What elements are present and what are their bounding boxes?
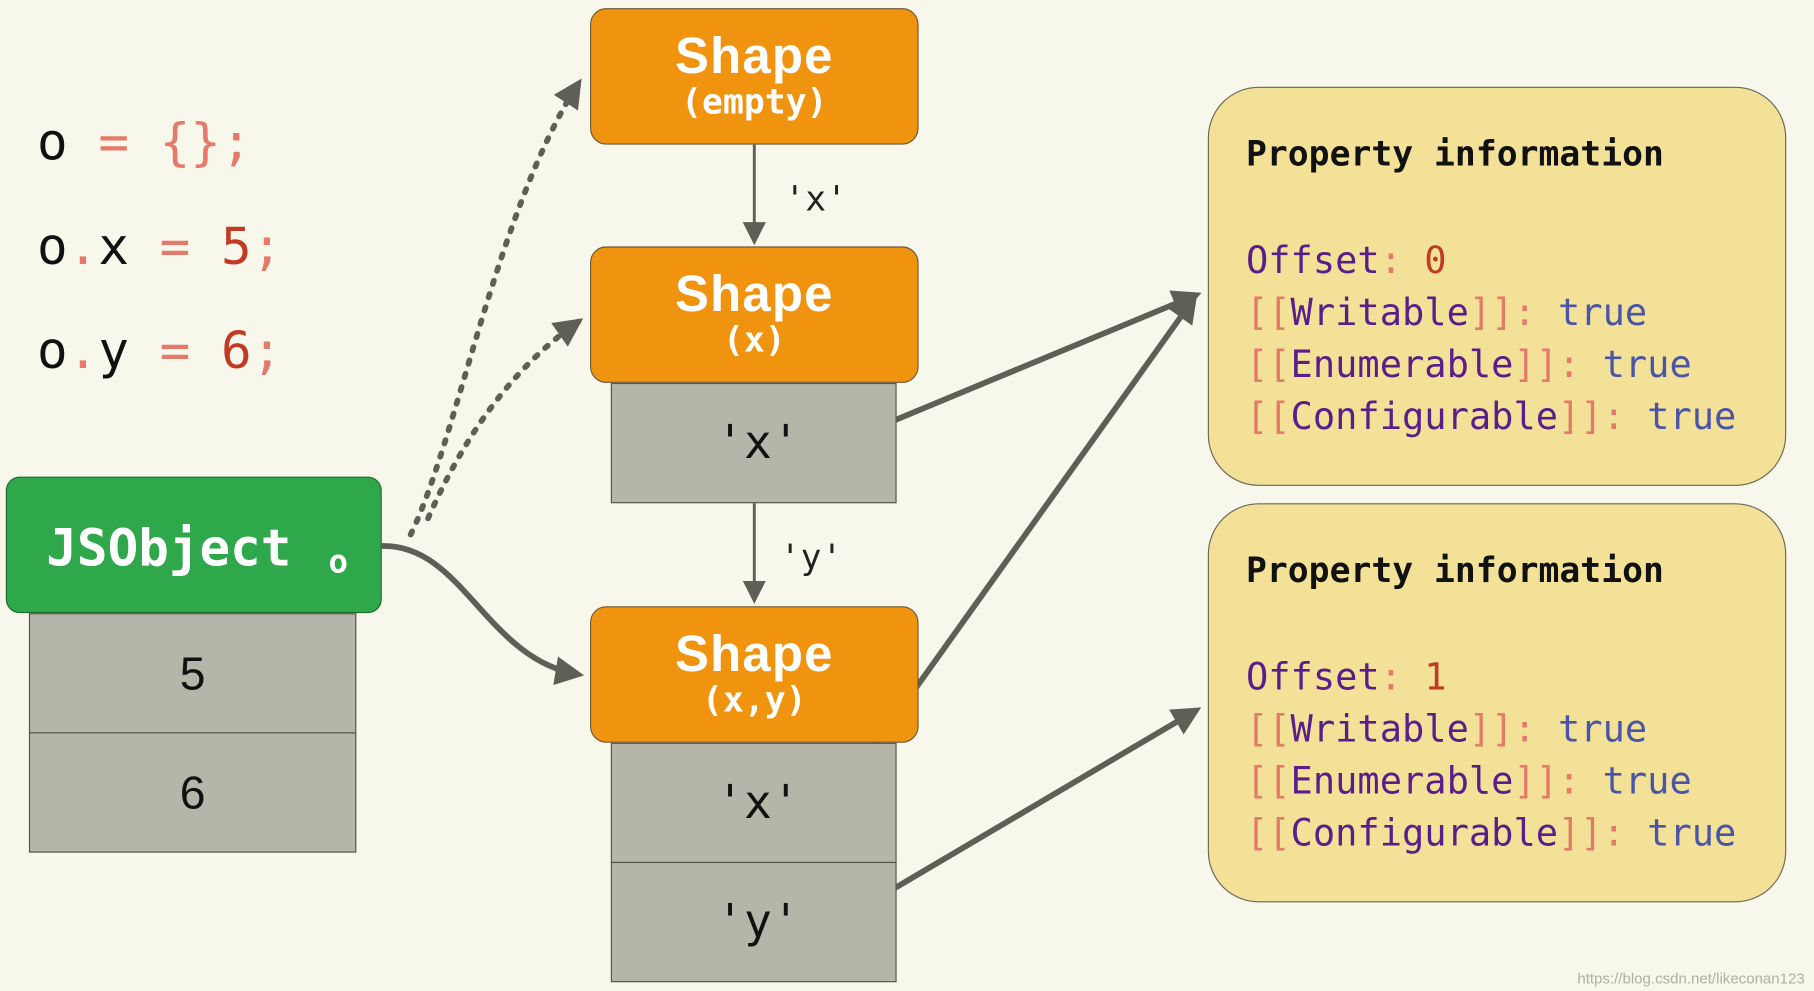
writable-value: true	[1558, 290, 1648, 335]
prop-arrow-x1	[846, 290, 1202, 443]
writable-key: Writable	[1290, 290, 1469, 335]
jsobject-value-1: 6	[28, 732, 357, 853]
offset-key: Offset	[1245, 238, 1380, 283]
code-line-3: o.y = 6;	[37, 326, 282, 377]
code-value: {};	[159, 113, 252, 173]
writable-value: true	[1558, 706, 1648, 751]
configurable-value: true	[1647, 810, 1737, 855]
jsobject-header: JSObject o	[5, 476, 382, 614]
shape-xy: Shape (x,y)	[590, 606, 919, 743]
writable-key: Writable	[1290, 706, 1469, 751]
shape-title: Shape	[675, 266, 834, 323]
offset-line: Offset: 1	[1245, 654, 1447, 699]
code-semicolon: ;	[251, 321, 283, 381]
shape-title: Shape	[675, 27, 834, 85]
writable-line: [[Writable]]: true	[1245, 290, 1648, 335]
enumerable-key: Enumerable	[1290, 342, 1514, 387]
map-pointer-arrow	[381, 543, 585, 686]
jsobject-name: o	[328, 542, 349, 581]
shape-empty: Shape (empty)	[590, 8, 919, 145]
code-semicolon: ;	[251, 217, 283, 277]
offset-value: 1	[1424, 654, 1447, 699]
slot-label: 'x'	[716, 416, 800, 470]
enumerable-line: [[Enumerable]]: true	[1245, 758, 1692, 803]
code-dot: .	[67, 321, 99, 381]
enumerable-value: true	[1602, 758, 1692, 803]
jsobject-label: JSObject	[46, 519, 292, 579]
property-info-header: Property information	[1245, 134, 1664, 175]
slot-label: 'x'	[716, 776, 800, 830]
dotted-arrow-empty	[407, 78, 582, 538]
shape-subtitle: (empty)	[681, 82, 828, 123]
shape-xy-slot-y: 'y'	[610, 861, 897, 983]
dotted-arrow-x	[425, 318, 584, 522]
property-info-box-1: Property information Offset: 0 [[Writabl…	[1207, 86, 1787, 486]
code-number: 6	[220, 321, 252, 381]
enumerable-key: Enumerable	[1290, 758, 1514, 803]
watermark: https://blog.csdn.net/likeconan123	[1577, 969, 1805, 987]
code-op: =	[159, 321, 191, 381]
shape-title: Shape	[675, 625, 834, 683]
code-var: o	[37, 113, 68, 173]
property-info-box-2: Property information Offset: 1 [[Writabl…	[1207, 503, 1787, 903]
shape-x: Shape (x)	[590, 246, 919, 383]
code-op: =	[98, 113, 129, 173]
code-dot: .	[67, 217, 99, 277]
configurable-line: [[Configurable]]: true	[1245, 810, 1737, 855]
enumerable-value: true	[1602, 342, 1692, 387]
code-line-2: o.x = 5;	[37, 222, 282, 273]
code-line-1: o = {};	[37, 117, 252, 169]
configurable-key: Configurable	[1290, 394, 1559, 439]
offset-value: 0	[1424, 238, 1447, 283]
enumerable-line: [[Enumerable]]: true	[1245, 342, 1692, 387]
code-obj: o	[37, 321, 68, 381]
offset-key: Offset	[1245, 654, 1380, 699]
code-prop: x	[98, 217, 129, 277]
slot-label: 'y'	[716, 895, 800, 949]
shape-subtitle: (x,y)	[702, 680, 807, 721]
shape-x-slot-x: 'x'	[610, 382, 897, 504]
shape-xy-slot-x: 'x'	[610, 742, 897, 864]
jsobject-value-0: 5	[28, 613, 357, 734]
code-obj: o	[37, 217, 68, 277]
code-number: 5	[220, 217, 252, 277]
configurable-key: Configurable	[1290, 810, 1559, 855]
code-prop: y	[98, 321, 129, 381]
configurable-value: true	[1647, 394, 1737, 439]
configurable-line: [[Configurable]]: true	[1245, 394, 1737, 439]
transition-label-y: 'y'	[779, 537, 843, 579]
shape-subtitle: (x)	[722, 320, 786, 361]
property-info-header: Property information	[1245, 550, 1664, 592]
writable-line: [[Writable]]: true	[1245, 706, 1648, 751]
code-op: =	[159, 217, 191, 277]
offset-line: Offset: 0	[1245, 238, 1447, 283]
transition-label-x: 'x'	[784, 179, 848, 220]
